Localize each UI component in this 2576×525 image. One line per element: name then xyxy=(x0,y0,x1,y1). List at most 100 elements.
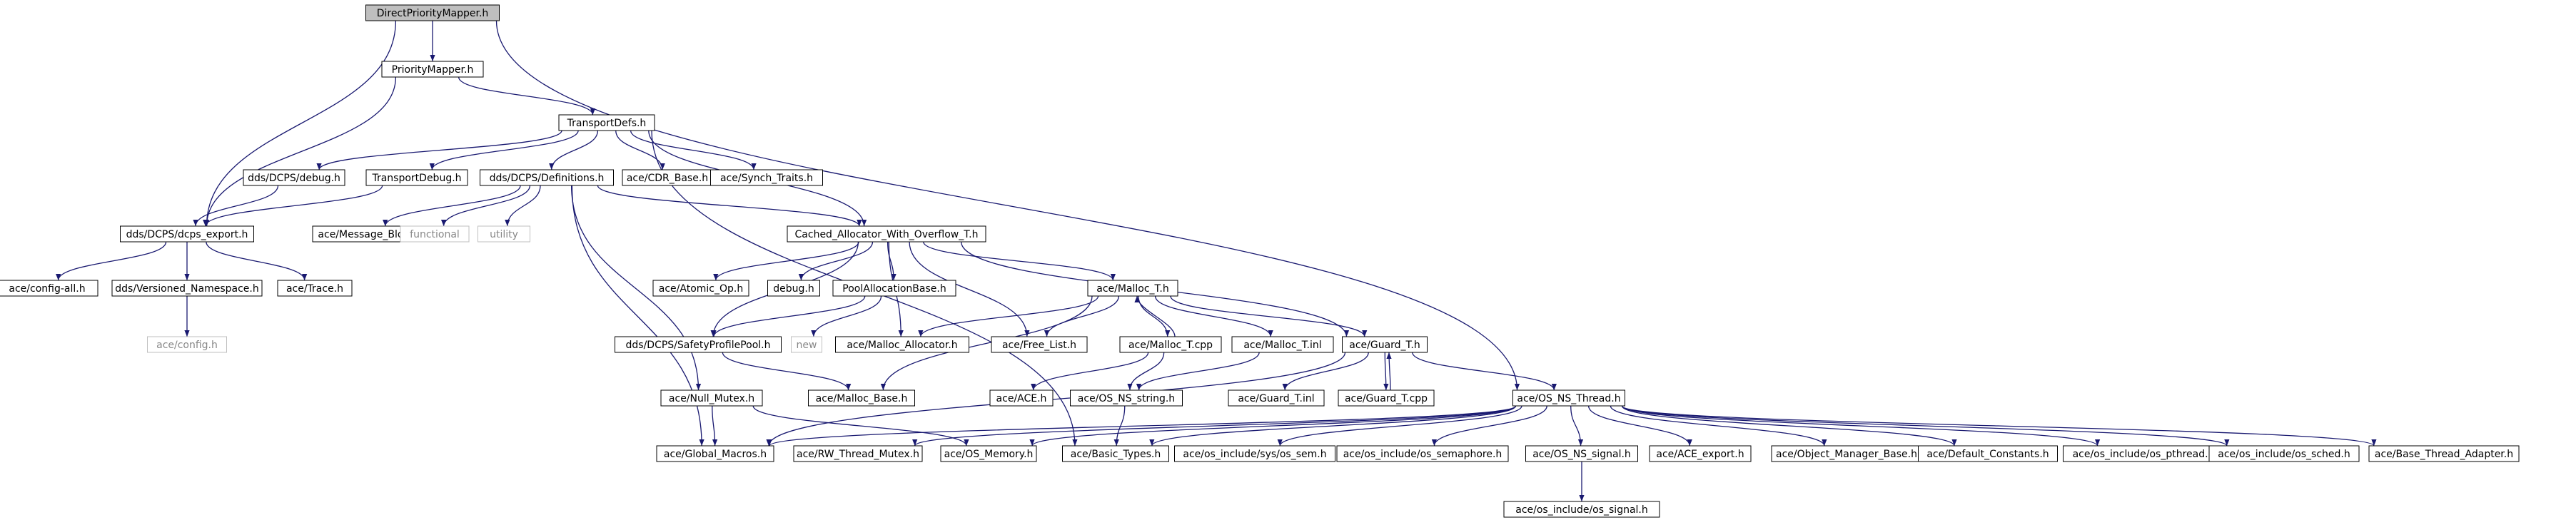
graph-node-pool[interactable]: PoolAllocationBase.h xyxy=(832,280,956,297)
graph-edge-defs-to-nullmutex xyxy=(571,185,702,391)
graph-node-sched[interactable]: ace/os_include/os_sched.h xyxy=(2208,445,2360,462)
node-label: ace/ACE.h xyxy=(996,393,1047,404)
node-box xyxy=(710,169,823,186)
node-box xyxy=(791,336,822,353)
node-box xyxy=(808,389,915,407)
node-box xyxy=(1918,445,2058,462)
node-label: ace/OS_Memory.h xyxy=(944,449,1034,460)
graph-node-globalmacros[interactable]: ace/Global_Macros.h xyxy=(656,445,774,462)
graph-edge-td-to-tdebug xyxy=(429,130,579,170)
graph-node-mallocalloc[interactable]: ace/Malloc_Allocator.h xyxy=(835,336,969,353)
node-label: ace/Basic_Types.h xyxy=(1071,449,1161,460)
graph-node-trace[interactable]: ace/Trace.h xyxy=(277,280,353,297)
node-box xyxy=(1174,445,1335,462)
graph-node-td[interactable]: TransportDefs.h xyxy=(558,114,655,131)
graph-node-nullmutex[interactable]: ace/Null_Mutex.h xyxy=(660,389,763,407)
node-label: ace/Message_Block.h xyxy=(318,229,424,240)
graph-node-safety[interactable]: dds/DCPS/SafetyProfilePool.h xyxy=(615,336,782,353)
node-label: ace/Malloc_T.inl xyxy=(1243,340,1321,351)
node-box xyxy=(1512,389,1625,407)
node-box xyxy=(615,336,782,353)
graph-edge-nsthread-to-syssem xyxy=(1277,405,1522,447)
graph-node-basictypes[interactable]: ace/Basic_Types.h xyxy=(1062,445,1169,462)
node-box xyxy=(1228,389,1325,407)
graph-node-atomic[interactable]: ace/Atomic_Op.h xyxy=(652,280,749,297)
graph-node-malloccpp[interactable]: ace/Malloc_T.cpp xyxy=(1119,336,1222,353)
graph-node-export[interactable]: dds/DCPS/dcps_export.h xyxy=(120,225,254,243)
graph-node-btadapter[interactable]: ace/Base_Thread_Adapter.h xyxy=(2368,445,2520,462)
node-box xyxy=(656,445,774,462)
graph-edge-td-to-defs xyxy=(549,130,599,170)
graph-node-cdr[interactable]: ace/CDR_Base.h xyxy=(622,169,713,186)
graph-node-guardT[interactable]: ace/Guard_T.h xyxy=(1342,336,1428,353)
graph-node-guardinl[interactable]: ace/Guard_T.inl xyxy=(1228,389,1325,407)
graph-node-guardcpp[interactable]: ace/Guard_T.cpp xyxy=(1338,389,1435,407)
node-label: ace/config-all.h xyxy=(9,283,85,295)
node-label: ace/os_include/os_pthread.h xyxy=(2073,449,2215,460)
graph-node-utility: utility xyxy=(478,225,530,243)
node-box xyxy=(1342,336,1428,353)
node-label: ace/Null_Mutex.h xyxy=(669,393,754,404)
graph-edge-guardT-to-guardinl xyxy=(1282,352,1369,391)
graph-node-mallocT[interactable]: ace/Malloc_T.h xyxy=(1087,280,1178,297)
graph-node-syssem[interactable]: ace/os_include/sys/os_sem.h xyxy=(1174,445,1335,462)
node-box xyxy=(660,389,763,407)
graph-edge-td-to-synch xyxy=(630,130,757,170)
graph-node-pm[interactable]: PriorityMapper.h xyxy=(381,61,484,78)
graph-edge-mallocT-to-guardT xyxy=(1170,295,1368,337)
graph-node-defs[interactable]: dds/DCPS/Definitions.h xyxy=(480,169,614,186)
graph-node-nsstring[interactable]: ace/OS_NS_string.h xyxy=(1070,389,1183,407)
node-label: dds/DCPS/debug.h xyxy=(248,173,340,184)
graph-edge-nsthread-to-btadapter xyxy=(1621,405,2377,447)
graph-node-synch[interactable]: ace/Synch_Traits.h xyxy=(710,169,823,186)
node-box xyxy=(365,4,500,21)
graph-node-defconst[interactable]: ace/Default_Constants.h xyxy=(1918,445,2058,462)
node-box xyxy=(478,225,530,243)
graph-node-configall[interactable]: ace/config-all.h xyxy=(0,280,99,297)
node-box xyxy=(147,336,227,353)
graph-node-aceh[interactable]: ace/ACE.h xyxy=(989,389,1054,407)
graph-node-cached[interactable]: Cached_Allocator_With_Overflow_T.h xyxy=(787,225,986,243)
graph-node-ossemaphore[interactable]: ace/os_include/os_semaphore.h xyxy=(1336,445,1509,462)
graph-edge-nsstring-to-basictypes xyxy=(1113,405,1126,447)
node-box xyxy=(832,280,956,297)
graph-node-debugh[interactable]: debug.h xyxy=(767,280,820,297)
graph-node-versioned[interactable]: dds/Versioned_Namespace.h xyxy=(111,280,263,297)
graph-node-osmemory[interactable]: ace/OS_Memory.h xyxy=(940,445,1037,462)
node-box xyxy=(835,336,969,353)
graph-edge-nsthread-to-rwmutex xyxy=(912,405,1517,447)
graph-edge-mallocT-to-mallocalloc xyxy=(918,295,1099,337)
graph-edge-td-to-cdr xyxy=(615,130,665,170)
graph-node-tdebug[interactable]: TransportDebug.h xyxy=(365,169,468,186)
graph-node-nssignal[interactable]: ace/OS_NS_signal.h xyxy=(1525,445,1638,462)
node-label: TransportDefs.h xyxy=(567,118,647,129)
graph-node-aceexport[interactable]: ace/ACE_export.h xyxy=(1649,445,1752,462)
graph-edge-safety-to-mallocbase xyxy=(722,352,852,391)
graph-node-root[interactable]: DirectPriorityMapper.h xyxy=(365,4,500,21)
graph-node-ossignal[interactable]: ace/os_include/os_signal.h xyxy=(1503,501,1660,518)
graph-edge-guardT-to-nsthread xyxy=(1412,352,1557,391)
graph-node-mallocinl[interactable]: ace/Malloc_T.inl xyxy=(1231,336,1334,353)
node-box xyxy=(1503,501,1660,518)
node-box xyxy=(400,225,470,243)
node-label: ace/Malloc_T.cpp xyxy=(1128,340,1213,351)
graph-node-mallocbase[interactable]: ace/Malloc_Base.h xyxy=(808,389,915,407)
graph-node-objmgr[interactable]: ace/Object_Manager_Base.h xyxy=(1771,445,1922,462)
graph-edge-defs-to-globalmacros xyxy=(571,185,704,447)
graph-node-rwmutex[interactable]: ace/RW_Thread_Mutex.h xyxy=(793,445,923,462)
graph-edge-nullmutex-to-globalmacros xyxy=(712,405,718,447)
node-label: Cached_Allocator_With_Overflow_T.h xyxy=(795,229,979,240)
graph-node-freelist[interactable]: ace/Free_List.h xyxy=(991,336,1088,353)
graph-node-ddsdebug[interactable]: dds/DCPS/debug.h xyxy=(243,169,345,186)
graph-edge-pool-to-safety xyxy=(711,295,866,337)
graph-edge-cached-to-pool xyxy=(887,241,896,281)
graph-edge-nsthread-to-defconst xyxy=(1621,405,1957,447)
graph-node-functional: functional xyxy=(400,225,470,243)
node-box xyxy=(1336,445,1509,462)
node-label: ace/OS_NS_signal.h xyxy=(1532,449,1631,460)
graph-edge-pm-to-td xyxy=(458,76,596,116)
graph-node-pthread[interactable]: ace/os_include/os_pthread.h xyxy=(2063,445,2224,462)
graph-node-nsthread[interactable]: ace/OS_NS_Thread.h xyxy=(1512,389,1625,407)
node-box xyxy=(1338,389,1435,407)
node-box xyxy=(1231,336,1334,353)
